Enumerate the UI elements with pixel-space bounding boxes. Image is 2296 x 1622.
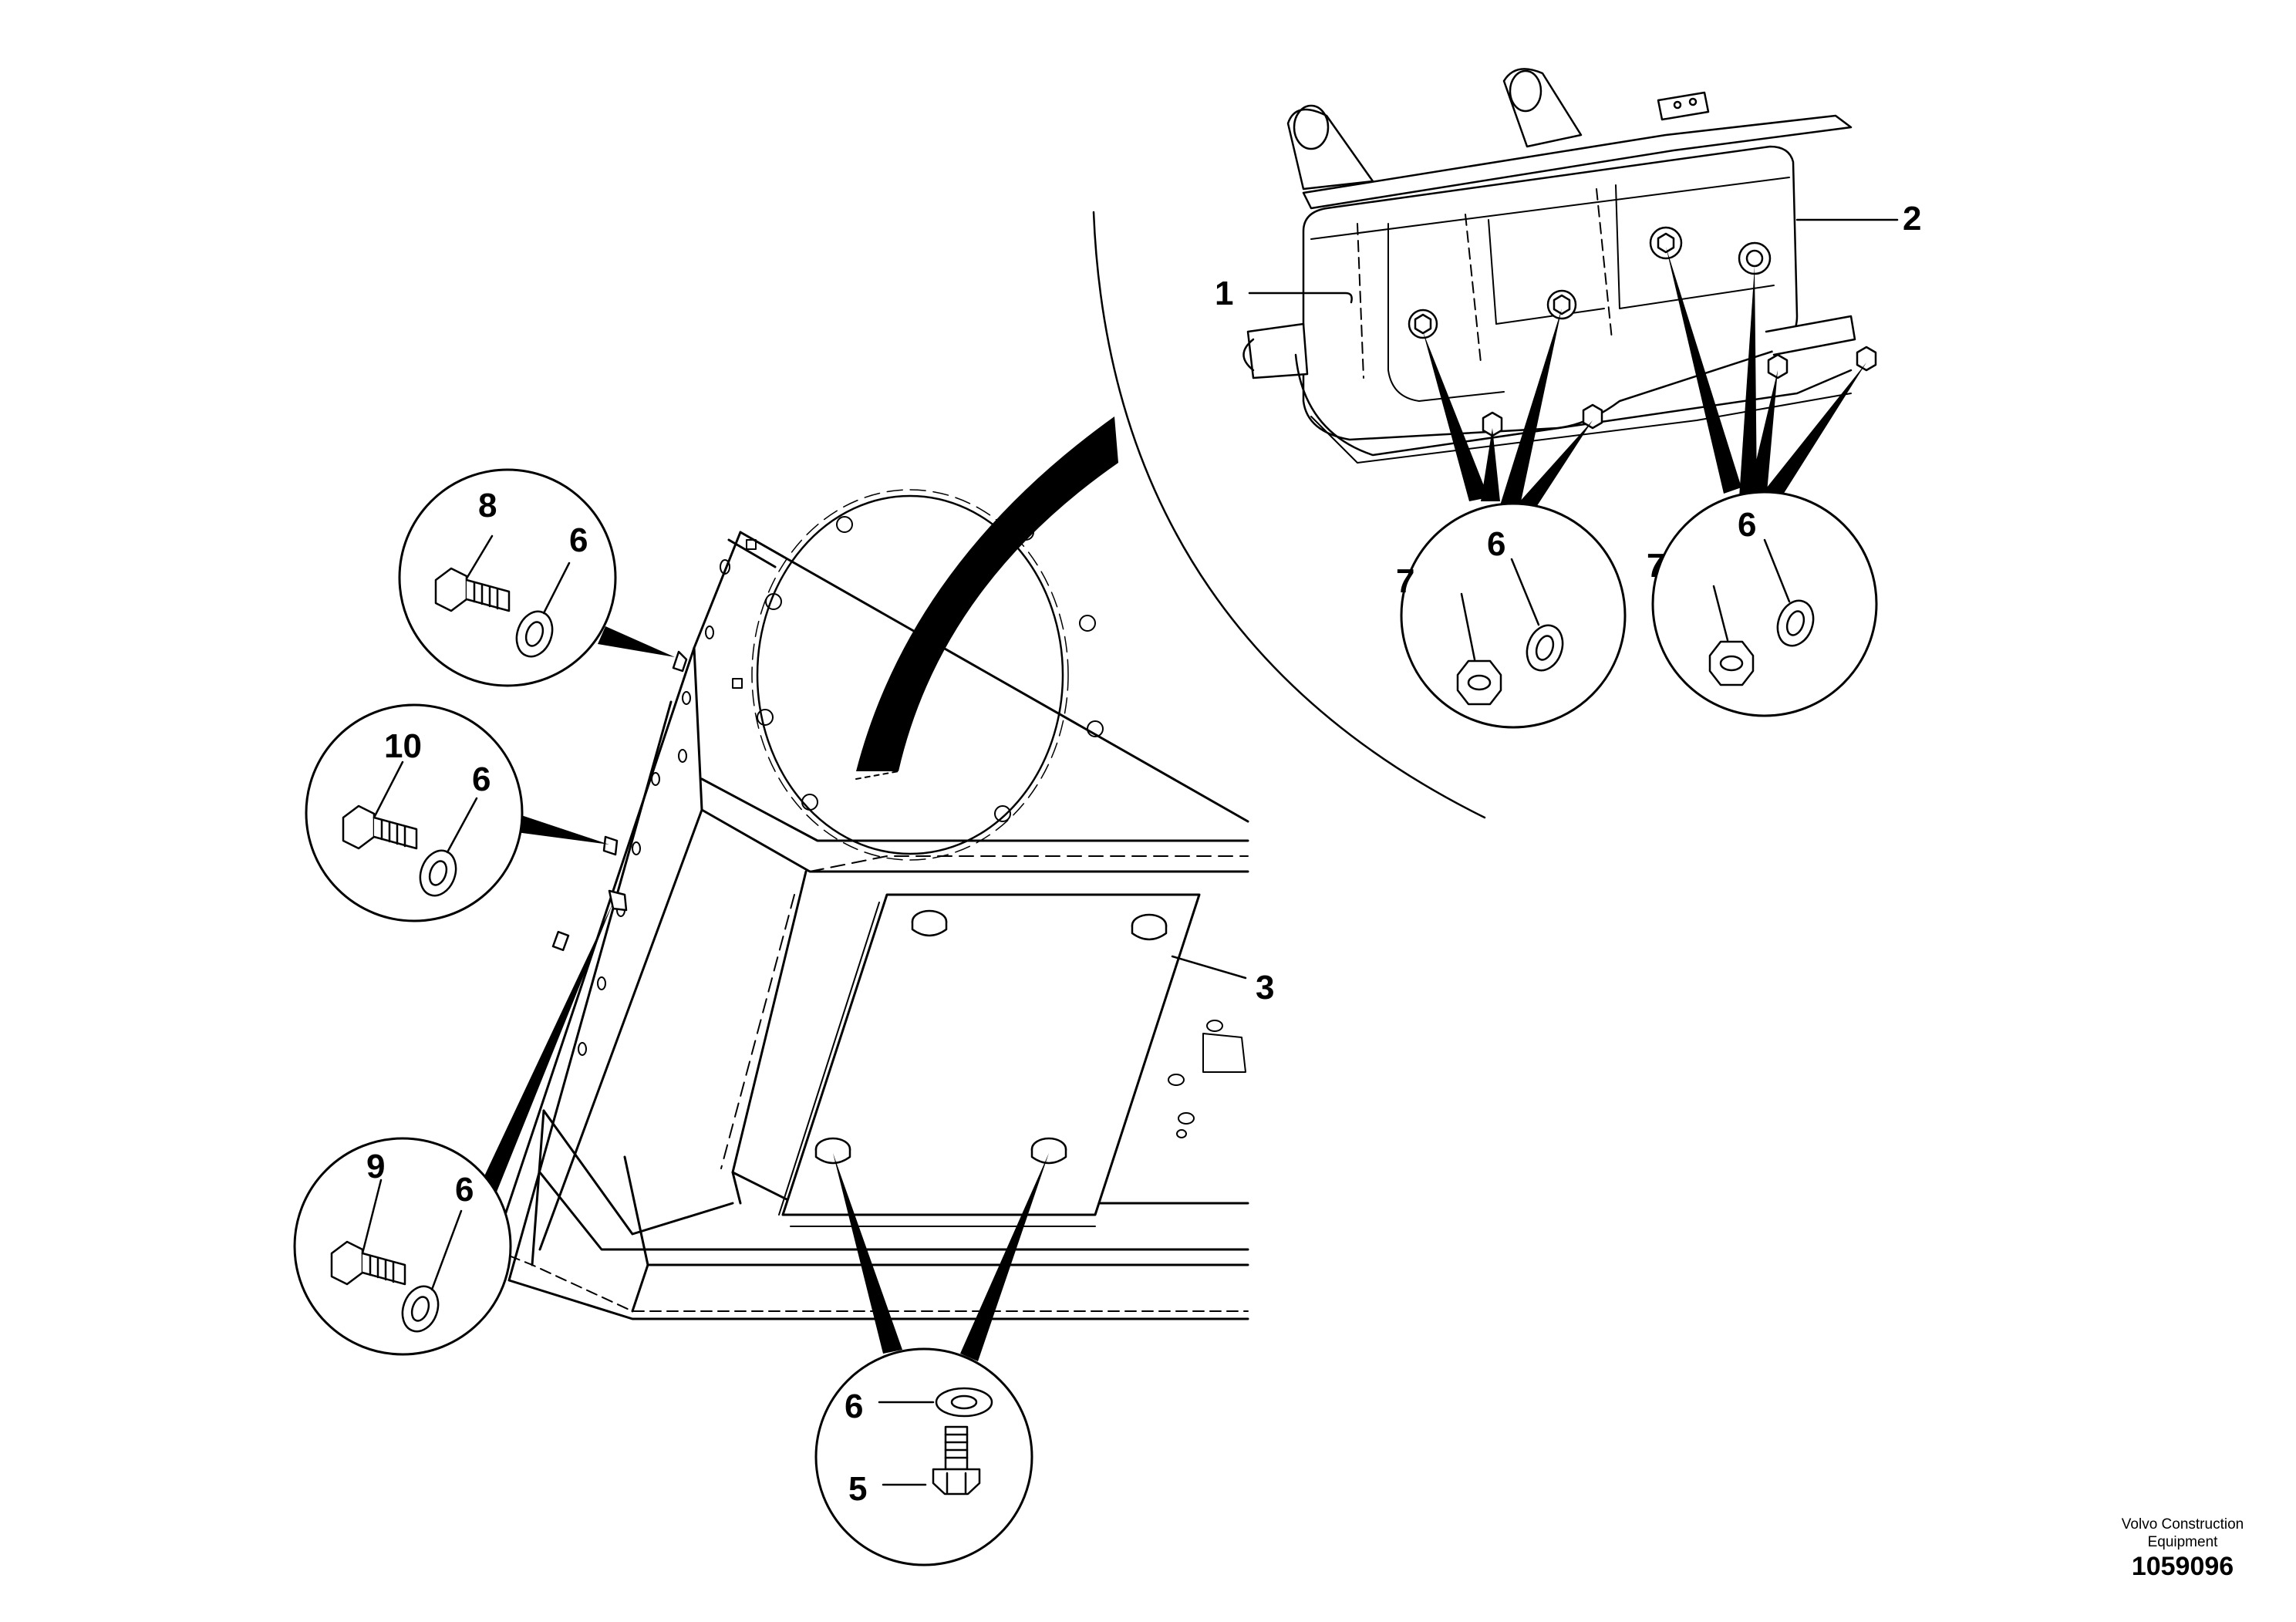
callout-6-b: 6 — [472, 760, 491, 798]
drawing-credit: Volvo Construction Equipment 1059096 — [2082, 1516, 2283, 1582]
callout-7-a: 7 — [1396, 562, 1414, 600]
detail-circle-6-5 — [814, 1347, 1033, 1566]
detail-circle-10-6 — [305, 703, 524, 922]
callout-3: 3 — [1256, 969, 1274, 1007]
frame-side-bolts — [551, 650, 688, 952]
credit-company-line-2: Equipment — [2147, 1534, 2218, 1550]
detail-circle-7-6-left — [1400, 502, 1627, 729]
credit-company-line-1: Volvo Construction — [2121, 1516, 2244, 1533]
tank-detail — [1242, 68, 1899, 464]
callout-5: 5 — [848, 1470, 867, 1508]
callout-leaders — [361, 534, 1791, 1486]
detail-arc — [855, 211, 1486, 819]
callout-8: 8 — [478, 487, 497, 524]
callout-6-e: 6 — [1487, 525, 1505, 563]
cover-plate — [778, 893, 1246, 1227]
callout-6-d: 6 — [845, 1388, 863, 1425]
callout-10: 10 — [384, 727, 422, 765]
callout-2: 2 — [1903, 200, 1921, 238]
callout-6-a: 6 — [569, 521, 588, 559]
detail-circle-8-6 — [398, 468, 617, 687]
callout-1: 1 — [1215, 275, 1233, 312]
callout-6-c: 6 — [455, 1171, 474, 1209]
callout-7-b: 7 — [1647, 547, 1665, 585]
detail-circle-9-6 — [293, 1137, 512, 1356]
drawing-number: 1059096 — [2131, 1552, 2234, 1581]
callout-numbers: 1 2 3 8 6 10 6 9 6 6 5 6 7 6 7 — [366, 200, 1921, 1508]
pointer-wedges — [459, 247, 1866, 1361]
detail-circle-7-6-right — [1651, 491, 1878, 717]
callout-9: 9 — [366, 1148, 385, 1185]
callout-6-f: 6 — [1738, 506, 1756, 544]
